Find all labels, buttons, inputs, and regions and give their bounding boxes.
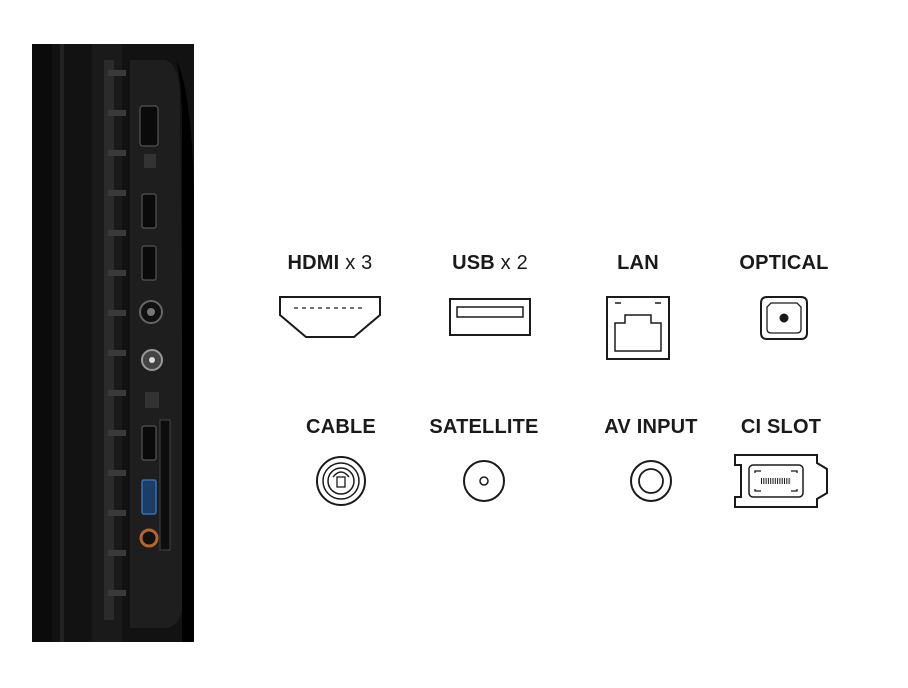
port-hdmi: HDMI x 3 <box>255 252 405 341</box>
port-optical: OPTICAL <box>709 252 859 341</box>
port-label: CI SLOT <box>740 416 822 438</box>
av-input-icon <box>630 460 672 502</box>
port-label: LAN <box>617 252 659 274</box>
port-label: USB x 2 <box>452 252 528 274</box>
port-lan: LAN <box>563 252 713 361</box>
lan-icon <box>606 296 670 360</box>
port-cable: CABLE <box>266 416 416 507</box>
optical-icon <box>760 296 808 340</box>
ci-slot-icon <box>734 454 828 508</box>
satellite-icon <box>463 460 505 502</box>
port-av-input: AV INPUT <box>576 416 726 503</box>
port-label: AV INPUT <box>604 416 698 438</box>
port-label: CABLE <box>306 416 376 438</box>
cable-icon <box>316 456 366 506</box>
port-usb: USB x 2 <box>415 252 565 337</box>
port-label: HDMI x 3 <box>287 252 373 274</box>
port-ci-slot: CI SLOT <box>706 416 856 509</box>
port-label: OPTICAL <box>739 252 829 274</box>
port-label: SATELLITE <box>429 416 539 438</box>
port-satellite: SATELLITE <box>409 416 559 503</box>
usb-icon <box>449 298 531 336</box>
hdmi-icon <box>279 296 381 338</box>
